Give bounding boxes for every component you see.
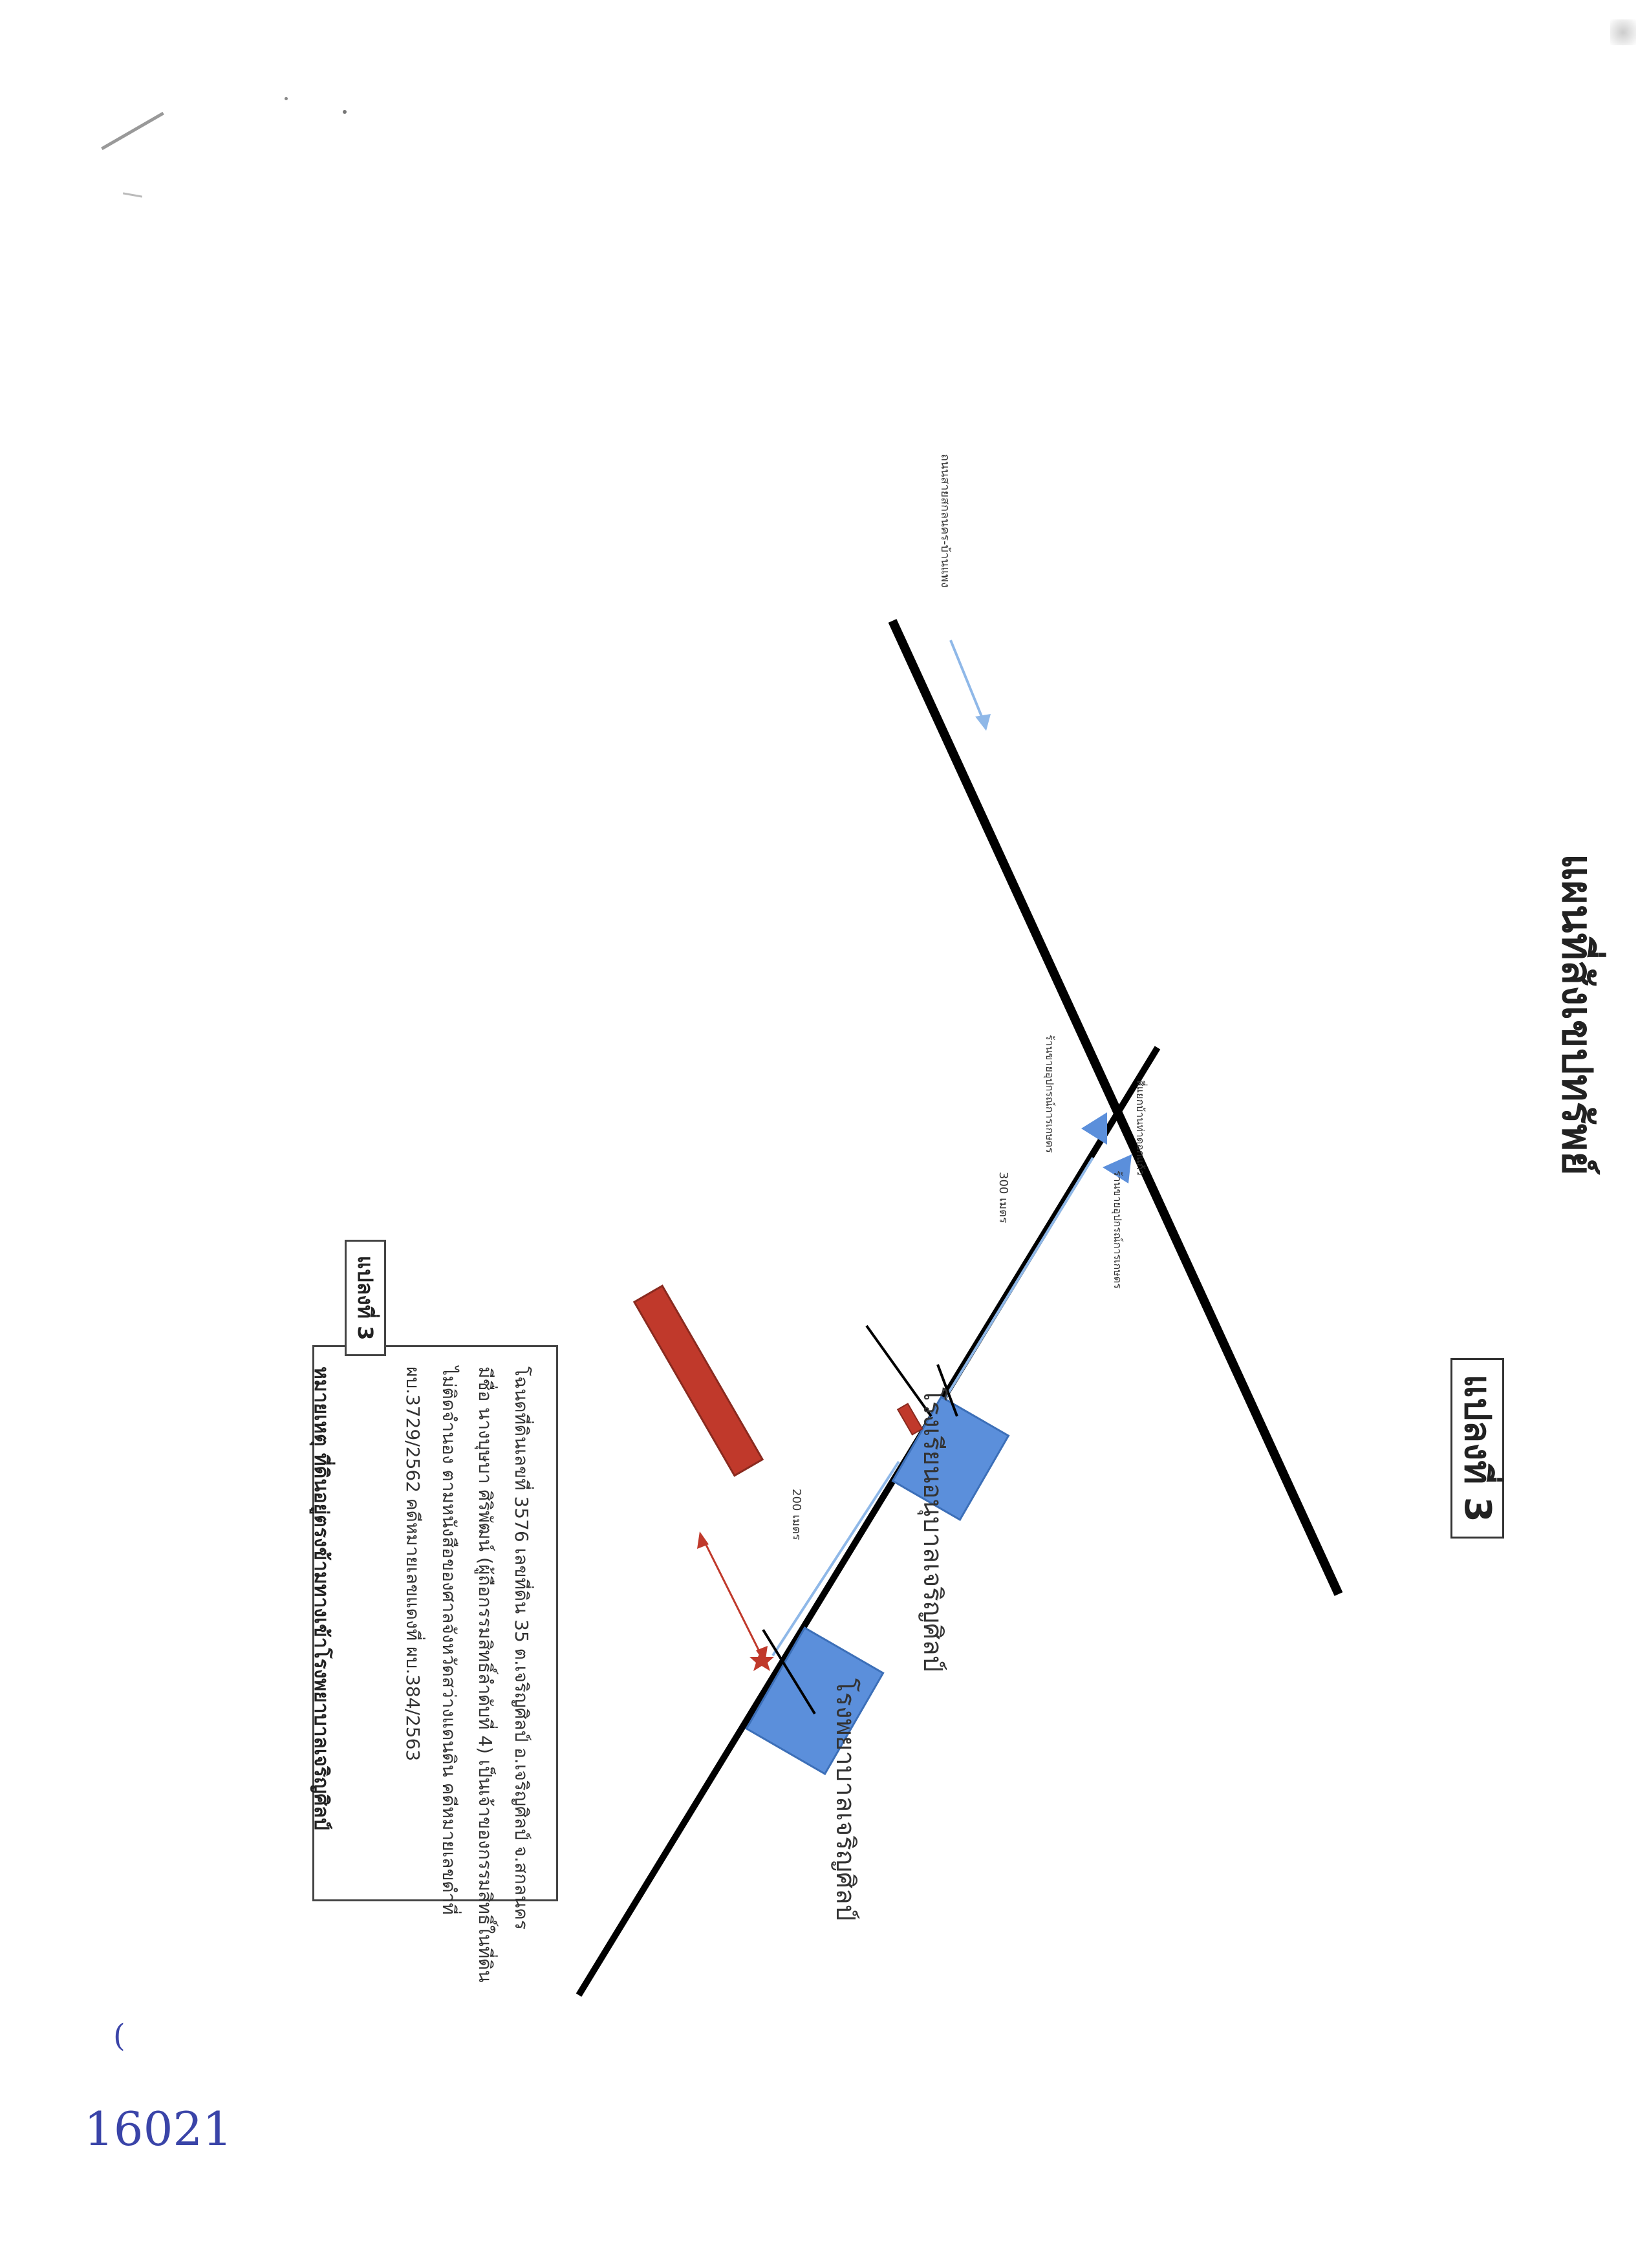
map-title: แผนที่สังเขปทรัพย์ [1553,854,1610,1500]
main-road [576,1046,1161,1997]
location-star [749,1649,774,1671]
distance-label-2: 200 เมตร [790,1489,803,1540]
hospital-access-line [762,1628,816,1715]
route-line [917,1156,1094,1443]
school-access-line [865,1324,932,1418]
info-note: หมายเหตุ ที่ดินอยู่ตรงข้ามทางเข้าโรงพยาบ… [310,1366,332,1830]
handwritten-mark: ( [113,2018,125,2054]
route-line [771,1460,900,1657]
plot-arrow [700,1535,764,1659]
distance-label-1: 300 เมตร [997,1172,1010,1224]
info-panel: โฉนดที่ดินเลขที่ 3576 เลขที่ดิน 35 ต.เจร… [310,1345,558,1983]
plot-arrowhead-top [697,1531,709,1549]
info-line: มีชื่อ นางบุษบา ศิริพัฒน์ (ผู้ถือกรรมสิท… [475,1366,496,1983]
cross-road [888,619,1343,1596]
plot-label-box: แปลงที่ 3 [345,1240,386,1356]
shop-label-1: ร้านขายอุปกรณ์การเกษตร [1044,1035,1056,1153]
shop-marker-2 [1103,1154,1132,1183]
school-label: โรงเรียนอนุบาลเจริญศิลป์ [918,1387,947,1672]
info-line: ไม่ติดจำนอง ตามหนังสือของศาลจังหวัดสว่าง… [438,1366,460,1915]
shop-marker-1 [1081,1112,1107,1145]
plot-marker-small [896,1403,923,1436]
info-line: โฉนดที่ดินเลขที่ 3576 เลขที่ดิน 35 ต.เจร… [511,1366,532,1930]
land-plot [632,1284,764,1477]
direction-arrowhead [975,714,991,731]
intersection-label: สี่แยกบ้านท่าดอกแก้ว [1134,1080,1147,1176]
shop-label-2: ร้านขายอุปกรณ์การเกษตร [1112,1171,1124,1289]
map-number: แปลงที่ 3 [1450,1358,1504,1539]
school-building [891,1395,1010,1522]
map-heading: แผนที่สังเขปทรัพย์ [1553,854,1600,1176]
title-box: แปลงที่ 3 [1450,1358,1507,1565]
handwritten-number: 16021 [84,2102,233,2156]
hospital-building [745,1626,885,1775]
hospital-label: โรงพยาบาลเจริญศิลป์ [830,1678,860,1921]
info-line: ผบ.3729/2562 คดีหมายเลขแดงที่ ผบ.384/256… [402,1366,424,1762]
main-road-label: ถนนสายสกลนคร-บ้านแพง [938,454,952,588]
school-access-line [936,1364,958,1417]
direction-arrow [949,640,987,728]
